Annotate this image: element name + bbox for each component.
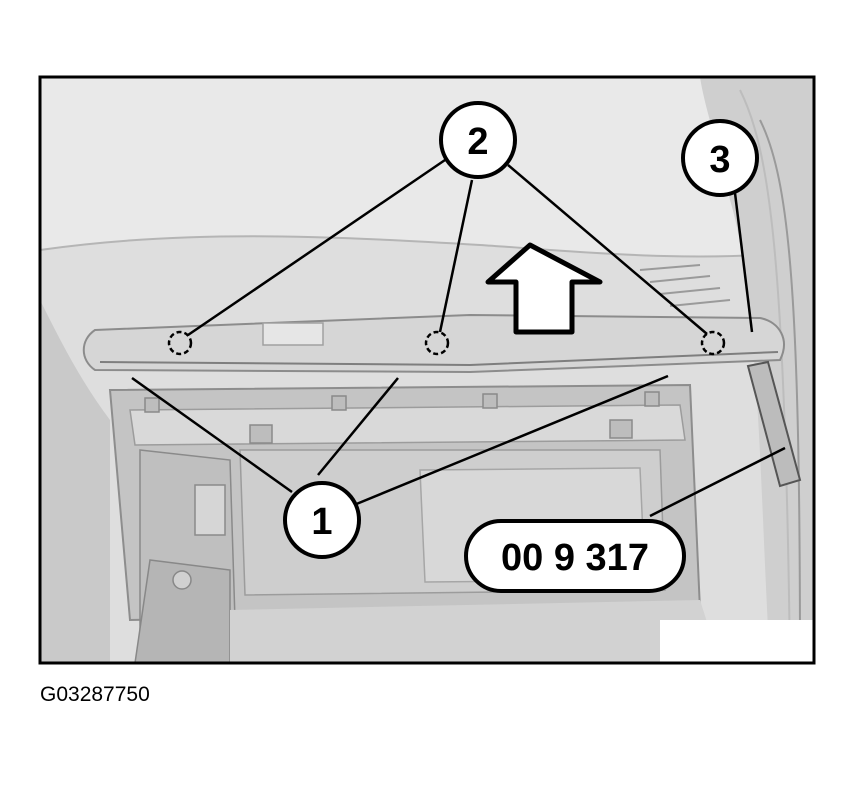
screw-marker-right xyxy=(700,330,726,356)
svg-text:1: 1 xyxy=(311,501,332,543)
svg-text:3: 3 xyxy=(709,139,730,181)
callout-3: 3 xyxy=(681,119,759,197)
screw-markers xyxy=(167,330,726,356)
corner-mask xyxy=(660,620,814,663)
svg-text:2: 2 xyxy=(467,121,488,163)
callout-1: 1 xyxy=(283,481,361,559)
upward-arrow-icon xyxy=(485,242,603,335)
tool-code-label: 00 9 317 xyxy=(464,519,686,593)
callout-2: 2 xyxy=(439,101,517,179)
svg-text:00 9 317: 00 9 317 xyxy=(501,537,649,579)
frame xyxy=(38,75,816,665)
screw-marker-left xyxy=(167,330,193,356)
leader-lines xyxy=(131,158,786,518)
figure-id: G03287750 xyxy=(40,683,150,706)
screw-marker-center xyxy=(424,330,450,356)
